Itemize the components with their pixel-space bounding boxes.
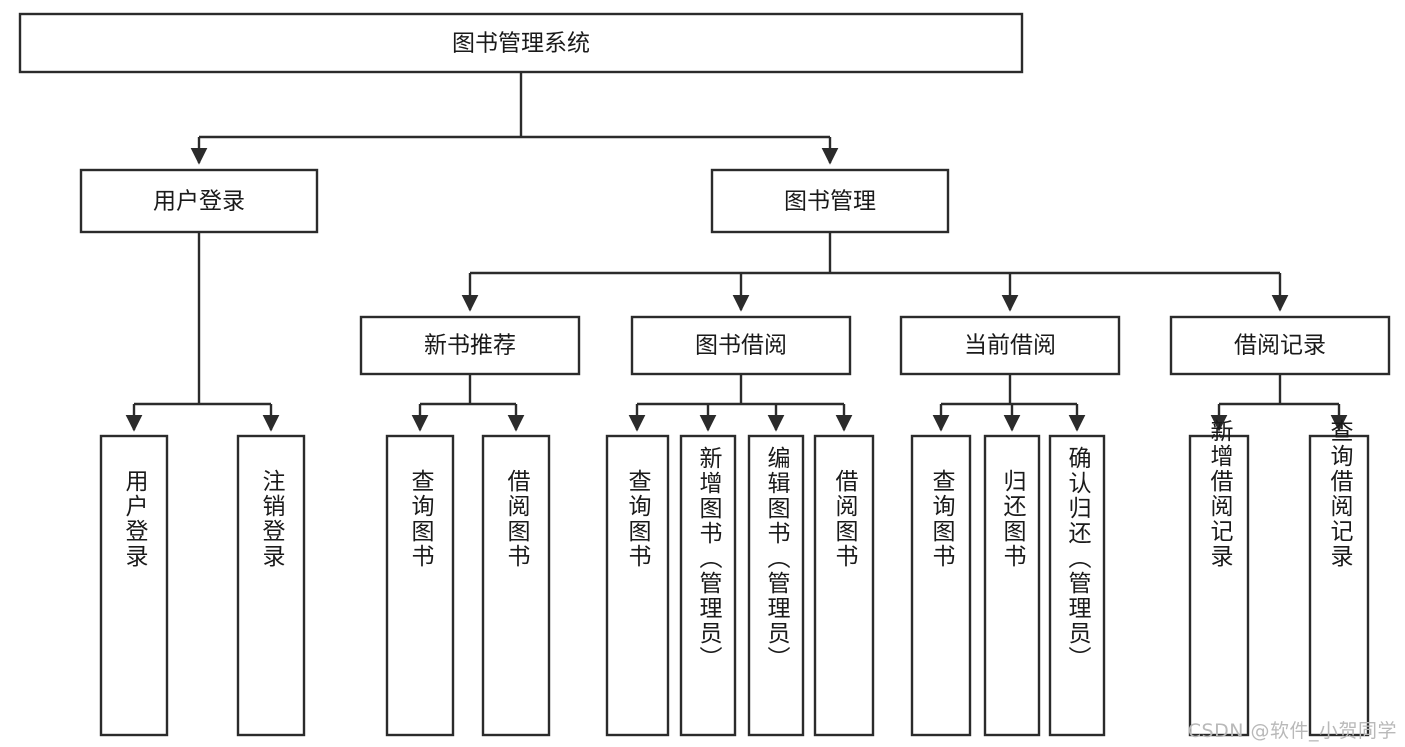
- leaf-node-group: 用户登录 注销登录 查询图书 借阅图书 查询图书 新增图书（管理员）: [99, 419, 1370, 737]
- node-book-management[interactable]: 图书管理: [710, 168, 950, 234]
- leaf-node[interactable]: 归还图书: [983, 434, 1041, 737]
- node-new-book-recommend[interactable]: 新书推荐: [359, 315, 581, 376]
- leaf-borrow-book-1-label: 借阅图书: [503, 469, 531, 569]
- node-current-borrow-box[interactable]: [899, 315, 1121, 376]
- leaf-edit-book-box[interactable]: [747, 434, 805, 737]
- node-root[interactable]: 图书管理系统: [18, 12, 1024, 74]
- leaf-return-book-box[interactable]: [983, 434, 1041, 737]
- leaf-node[interactable]: 确认归还（管理员）: [1048, 434, 1106, 737]
- connector-group-book-borrow: [628, 374, 853, 432]
- connector-group-current-borrow: [932, 374, 1086, 432]
- leaf-node[interactable]: 借阅图书: [481, 434, 551, 737]
- leaf-user-login-label: 用户登录: [121, 469, 149, 569]
- leaf-user-login-box[interactable]: [99, 434, 169, 737]
- leaf-query-book-2-label: 查询图书: [624, 469, 652, 569]
- leaf-query-book-2-box[interactable]: [605, 434, 670, 737]
- leaf-node[interactable]: 注销登录: [236, 434, 306, 737]
- leaf-add-book-label: 新增图书（管理员）: [695, 446, 723, 671]
- node-root-label: 图书管理系统: [452, 31, 590, 57]
- leaf-node[interactable]: 编辑图书（管理员）: [747, 434, 805, 737]
- leaf-add-record-box[interactable]: [1188, 434, 1250, 737]
- leaf-query-record-box[interactable]: [1308, 434, 1370, 737]
- node-user-login-box[interactable]: [79, 168, 319, 234]
- leaf-node[interactable]: 用户登录: [99, 434, 169, 737]
- node-user-login-label: 用户登录: [153, 189, 245, 215]
- leaf-borrow-book-2-box[interactable]: [813, 434, 875, 737]
- node-borrow-record[interactable]: 借阅记录: [1169, 315, 1391, 376]
- leaf-edit-book-label: 编辑图书（管理员）: [763, 446, 791, 671]
- node-book-borrow-box[interactable]: [630, 315, 852, 376]
- leaf-node[interactable]: 查询图书: [605, 434, 670, 737]
- leaf-query-book-3-box[interactable]: [910, 434, 972, 737]
- leaf-node[interactable]: 新增图书（管理员）: [679, 434, 737, 737]
- leaf-confirm-return-label: 确认归还（管理员）: [1064, 446, 1092, 671]
- leaf-node[interactable]: 借阅图书: [813, 434, 875, 737]
- connector-group-new-book-rec: [411, 374, 525, 432]
- node-root-box[interactable]: [18, 12, 1024, 74]
- leaf-add-book-box[interactable]: [679, 434, 737, 737]
- leaf-query-record-label: 查询借阅记录: [1326, 419, 1354, 569]
- leaf-return-book-label: 归还图书: [999, 469, 1027, 569]
- leaf-confirm-return-box[interactable]: [1048, 434, 1106, 737]
- node-book-management-label: 图书管理: [784, 189, 876, 215]
- leaf-query-book-1-box[interactable]: [385, 434, 455, 737]
- node-book-borrow[interactable]: 图书借阅: [630, 315, 852, 376]
- node-current-borrow-label: 当前借阅: [964, 333, 1056, 359]
- node-new-book-recommend-label: 新书推荐: [424, 333, 516, 359]
- connector-group-user-login: [125, 232, 280, 432]
- leaf-add-record-label: 新增借阅记录: [1206, 419, 1234, 569]
- leaf-node[interactable]: 查询图书: [385, 434, 455, 737]
- leaf-query-book-3-label: 查询图书: [928, 469, 956, 569]
- connector-group-borrow-record: [1210, 374, 1348, 432]
- node-book-management-box[interactable]: [710, 168, 950, 234]
- connector-group-root: [190, 72, 839, 165]
- node-new-book-recommend-box[interactable]: [359, 315, 581, 376]
- node-user-login[interactable]: 用户登录: [79, 168, 319, 234]
- node-current-borrow[interactable]: 当前借阅: [899, 315, 1121, 376]
- leaf-node[interactable]: 查询借阅记录: [1308, 419, 1370, 737]
- leaf-borrow-book-2-label: 借阅图书: [831, 469, 859, 569]
- leaf-node[interactable]: 新增借阅记录: [1188, 419, 1250, 737]
- leaf-logout-label: 注销登录: [258, 469, 286, 569]
- node-book-borrow-label: 图书借阅: [695, 333, 787, 359]
- leaf-logout-box[interactable]: [236, 434, 306, 737]
- node-borrow-record-label: 借阅记录: [1234, 333, 1326, 359]
- connector-group-book-mgmt: [461, 232, 1289, 312]
- leaf-node[interactable]: 查询图书: [910, 434, 972, 737]
- leaf-borrow-book-1-box[interactable]: [481, 434, 551, 737]
- node-borrow-record-box[interactable]: [1169, 315, 1391, 376]
- leaf-query-book-1-label: 查询图书: [407, 469, 435, 569]
